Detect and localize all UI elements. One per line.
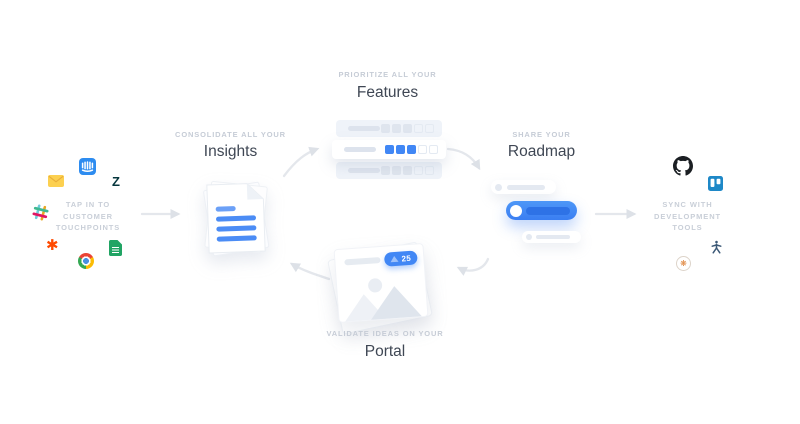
feature-row bbox=[336, 120, 442, 137]
arrow-roadmap-to-portal bbox=[456, 257, 490, 276]
score-squares bbox=[381, 166, 434, 175]
tracker-figure-icon bbox=[711, 240, 722, 254]
score-squares-blue bbox=[385, 145, 438, 154]
score-squares bbox=[381, 124, 434, 133]
devtools-caption-line: SYNC WITH bbox=[662, 200, 713, 209]
vote-badge: 25 bbox=[383, 250, 418, 267]
insights-kicker: CONSOLIDATE ALL YOUR bbox=[175, 130, 286, 139]
portal-idea-card-illustration: 25 bbox=[333, 242, 429, 324]
insights-document-stack-illustration bbox=[203, 180, 270, 257]
roadmap-title: Roadmap bbox=[507, 143, 576, 160]
devtools-caption-line: TOOLS bbox=[672, 223, 703, 232]
feature-row-highlighted bbox=[332, 140, 446, 159]
roadmap-bar bbox=[491, 180, 556, 194]
arrow-features-to-roadmap bbox=[446, 147, 481, 171]
feature-name-placeholder bbox=[348, 126, 380, 131]
roadmap-kicker: SHARE YOUR bbox=[512, 130, 571, 139]
chrome-icon bbox=[78, 253, 94, 269]
trello-icon bbox=[708, 176, 723, 191]
upvote-icon bbox=[390, 255, 399, 263]
arrow-insights-to-features bbox=[282, 146, 320, 178]
insights-title: Insights bbox=[203, 143, 258, 160]
github-icon bbox=[673, 156, 693, 176]
devtools-caption: SYNC WITH DEVELOPMENT TOOLS bbox=[645, 199, 730, 234]
portal-kicker: VALIDATE IDEAS ON YOUR bbox=[326, 329, 444, 338]
gmail-icon bbox=[48, 175, 64, 187]
arrow-portal-to-insights bbox=[289, 262, 331, 281]
touchpoints-caption-line: TOUCHPOINTS bbox=[55, 223, 121, 232]
portal-title: Portal bbox=[364, 343, 406, 360]
roadmap-bar-highlighted bbox=[506, 201, 577, 220]
document-page bbox=[206, 183, 266, 254]
gear-tool-icon: ❋ bbox=[676, 256, 691, 271]
features-table-illustration bbox=[332, 120, 446, 181]
touchpoints-caption: TAP IN TO CUSTOMER TOUCHPOINTS bbox=[38, 199, 138, 234]
feature-name-placeholder bbox=[344, 147, 376, 152]
features-kicker: PRIORITIZE ALL YOUR bbox=[338, 70, 437, 79]
devtools-caption-line: DEVELOPMENT bbox=[654, 211, 721, 221]
vote-count: 25 bbox=[401, 253, 412, 263]
google-sheets-icon bbox=[109, 240, 122, 256]
feature-row bbox=[336, 162, 442, 179]
zapier-icon: ✱ bbox=[46, 237, 59, 254]
touchpoints-caption-line: CUSTOMER bbox=[63, 211, 113, 221]
idea-title-placeholder bbox=[344, 256, 381, 266]
zendesk-icon: Z bbox=[112, 174, 120, 189]
features-title: Features bbox=[356, 84, 419, 101]
touchpoints-caption-line: TAP IN TO bbox=[65, 200, 111, 209]
image-placeholder-mountains bbox=[343, 278, 424, 324]
intercom-icon bbox=[79, 158, 96, 175]
slack-icon bbox=[32, 204, 49, 221]
feature-name-placeholder bbox=[348, 168, 380, 173]
roadmap-bar bbox=[522, 231, 581, 243]
